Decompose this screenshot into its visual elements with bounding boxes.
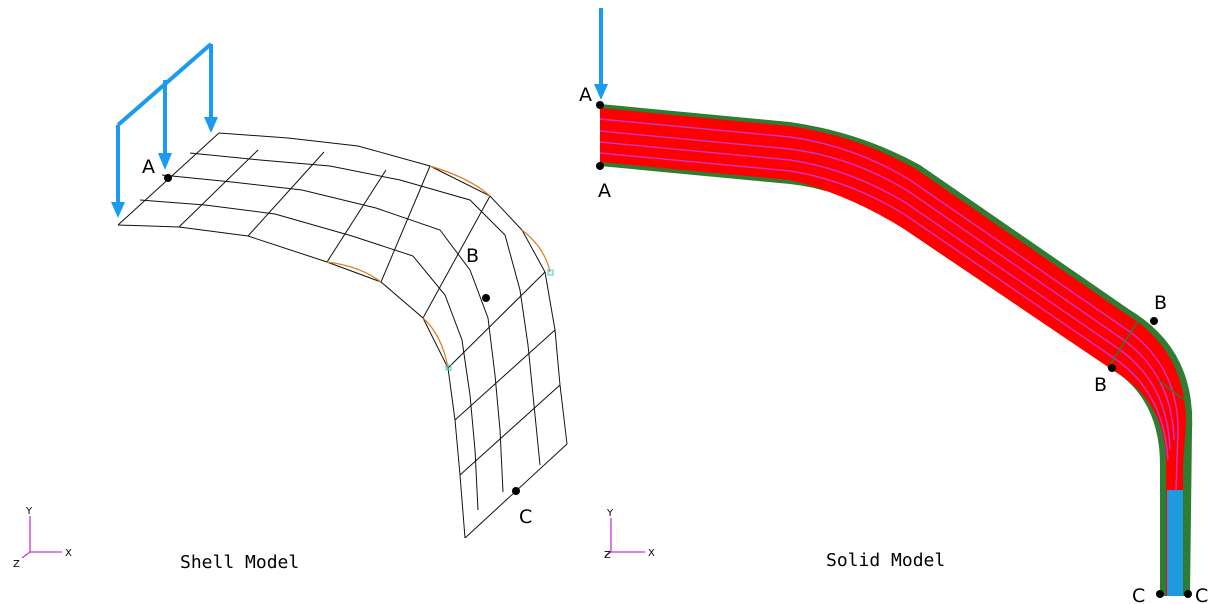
triad-z-label: Z: [604, 550, 611, 561]
solid-model: A A B B C C Solid Model: [579, 8, 1208, 604]
solid-node-c-right: [1184, 590, 1192, 598]
solid-node-b-inner: [1108, 364, 1116, 372]
solid-label-c-right: C: [1195, 585, 1208, 604]
solid-lower-segment: [1167, 490, 1183, 596]
solid-body-fill: [600, 108, 1187, 596]
shell-model: A B C Shell Model: [111, 42, 568, 573]
solid-caption: Solid Model: [826, 550, 945, 571]
solid-load-arrow: [594, 8, 608, 100]
solid-node-c-left: [1156, 590, 1164, 598]
triad-x-label: X: [65, 548, 72, 559]
solid-label-c-left: C: [1132, 585, 1145, 604]
solid-node-a-bottom: [596, 162, 604, 170]
shell-mesh: [117, 132, 568, 539]
shell-caption: Shell Model: [180, 552, 299, 573]
solid-node-b-outer: [1150, 317, 1158, 325]
axis-triad-icon: Y X Z: [13, 506, 72, 570]
solid-layer-lines: [599, 118, 1179, 491]
solid-label-a-top: A: [579, 84, 592, 106]
shell-node-c: [512, 487, 520, 495]
shell-label-c: C: [519, 506, 532, 528]
solid-node-a-top: [596, 101, 604, 109]
shell-label-a: A: [142, 156, 155, 178]
triad-x-label: X: [648, 548, 655, 559]
shell-node-b: [482, 294, 490, 302]
shell-node-a: [164, 174, 172, 182]
triad-z-label: Z: [13, 559, 20, 570]
triad-y-label: Y: [25, 506, 33, 517]
shell-load-arrows: [111, 42, 218, 218]
shell-label-b: B: [466, 245, 479, 267]
solid-label-a-bottom: A: [598, 180, 611, 202]
solid-label-b-inner: B: [1094, 374, 1107, 396]
triad-y-label: Y: [606, 508, 614, 519]
solid-label-b-outer: B: [1154, 292, 1167, 314]
axis-triad-icon: Y X Z: [604, 508, 655, 561]
